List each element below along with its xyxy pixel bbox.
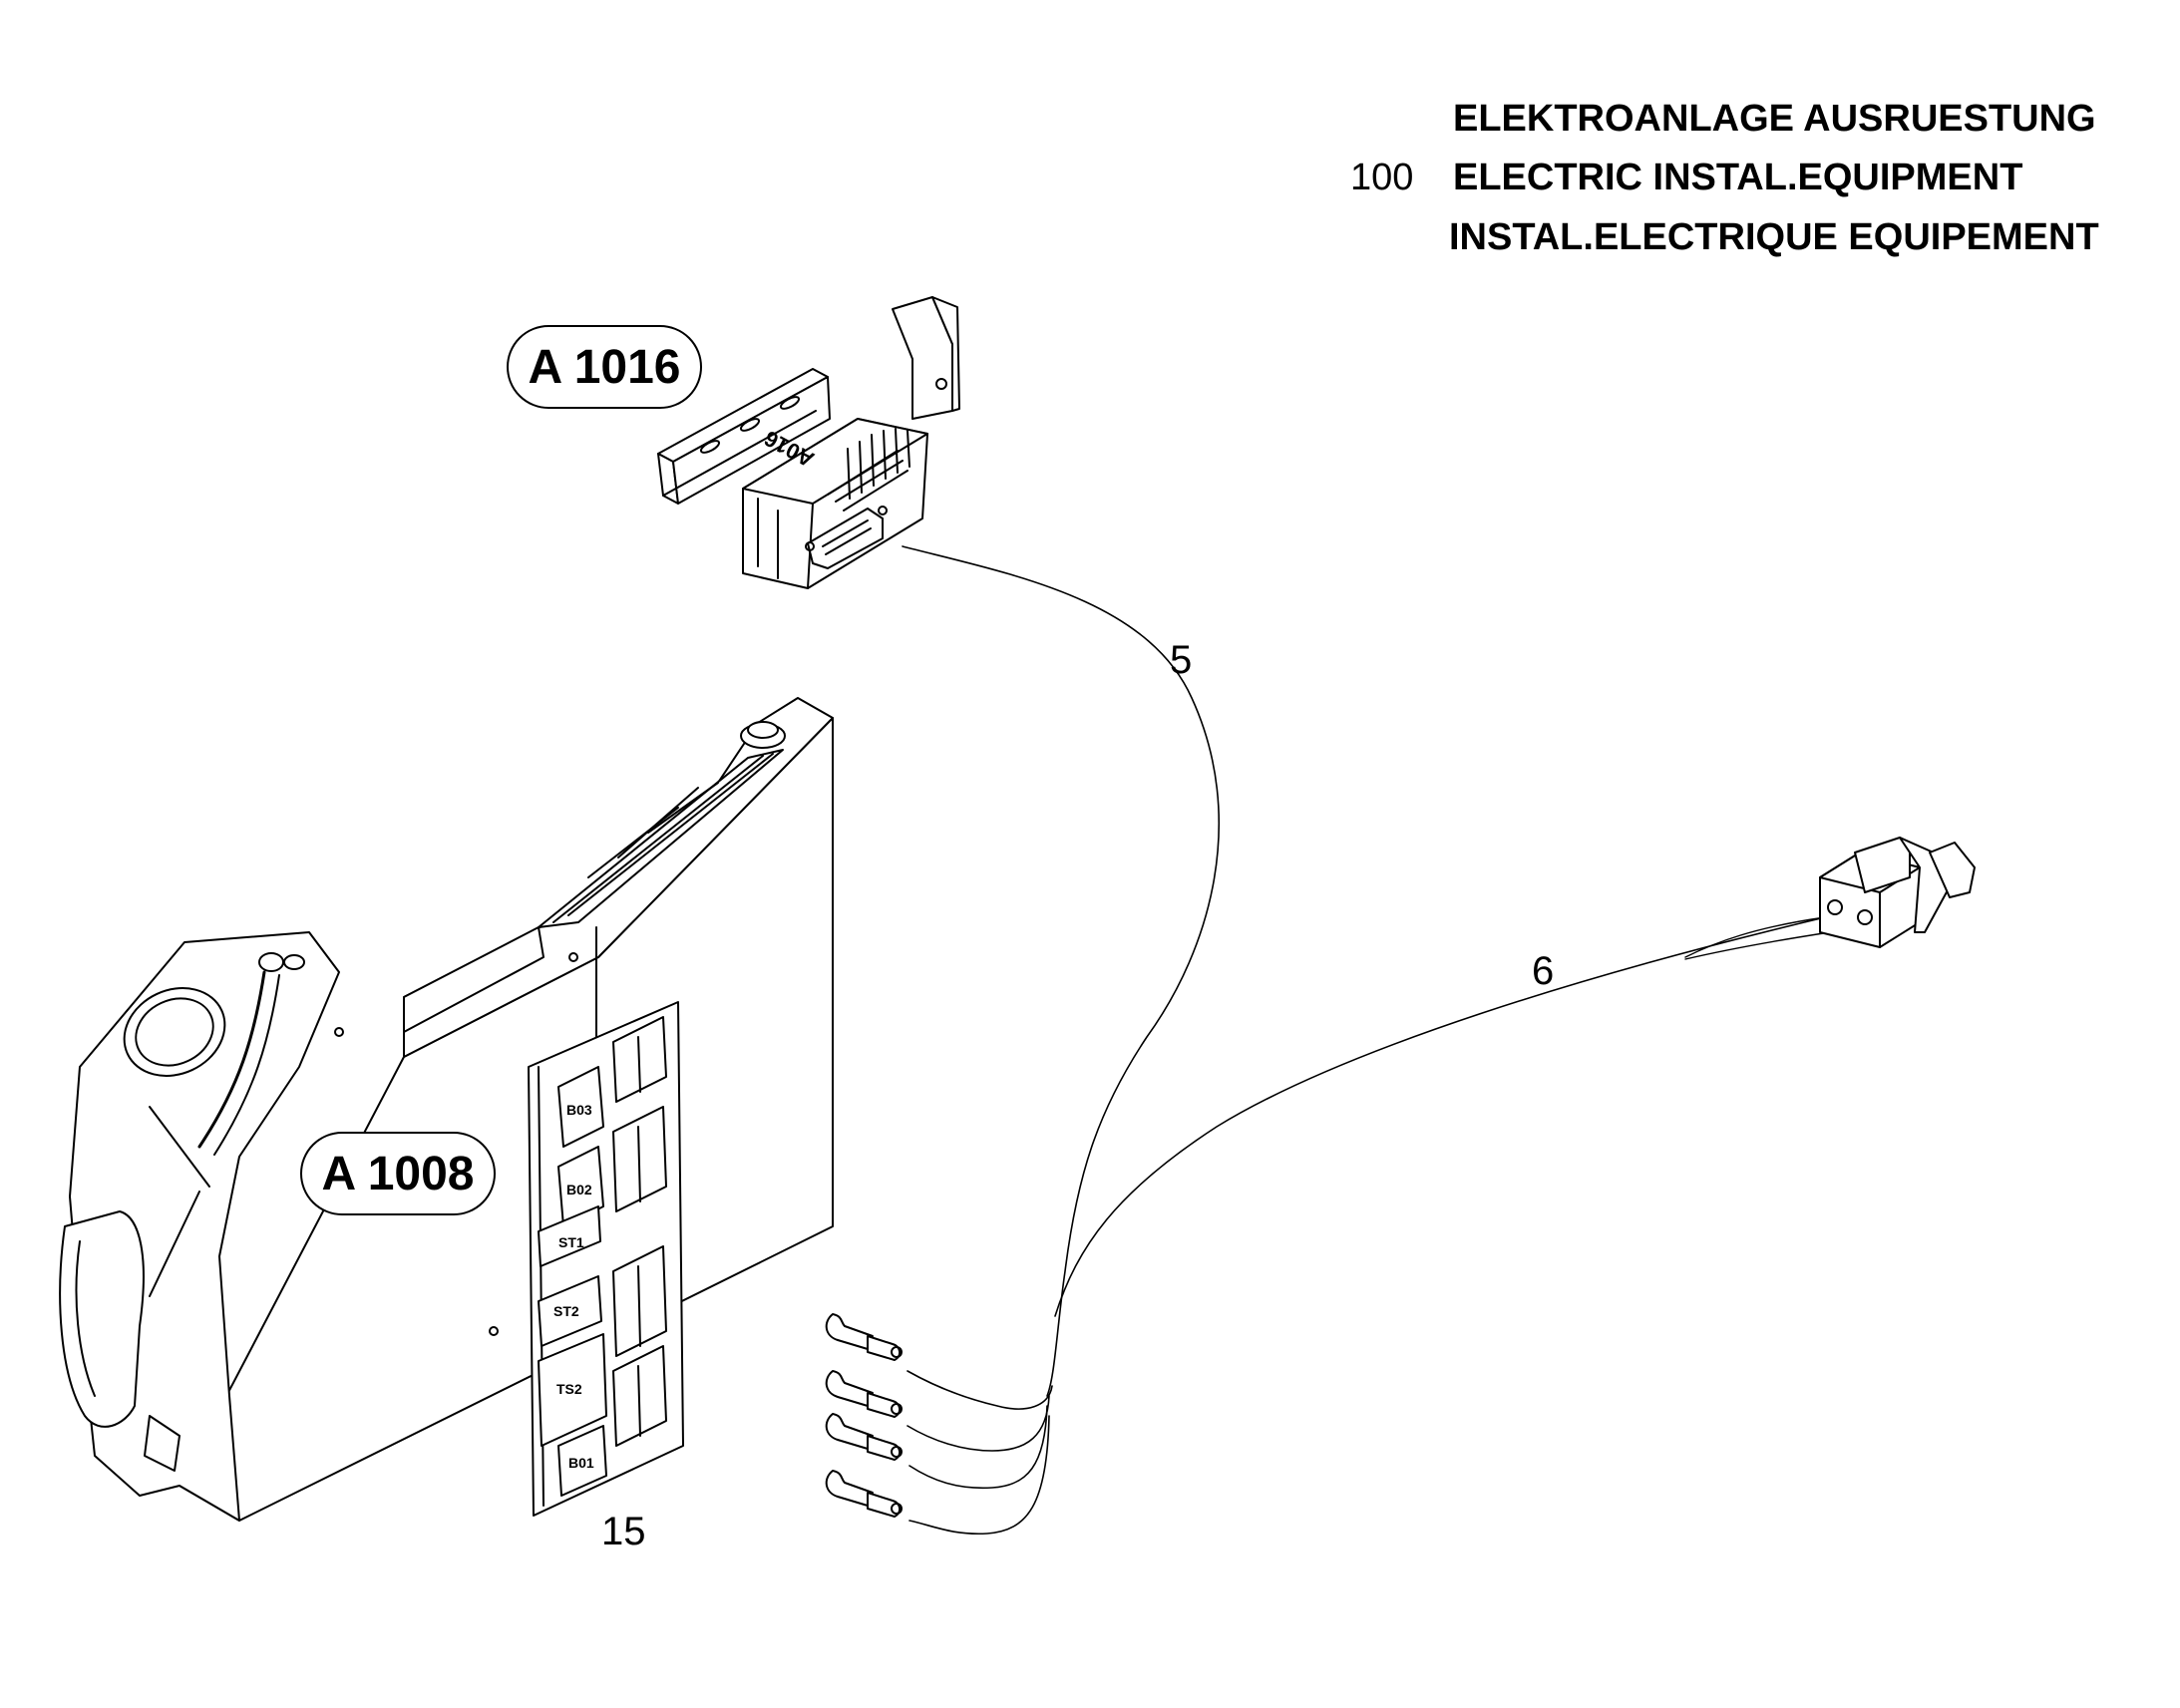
header-title-fr: INSTAL.ELECTRIQUE EQUIPEMENT [1449,216,2099,258]
group-number: 100 [1350,157,1414,198]
board-label-st1: ST1 [558,1234,584,1250]
board-label-b02: B02 [566,1182,592,1197]
cable-5 [902,545,1221,1397]
header-title-de: ELEKTROANLAGE AUSRUESTUNG [1453,98,2096,140]
terminal-module: A016 [742,418,928,589]
board-label-st2: ST2 [553,1303,579,1319]
assembly-badge-a1008: A 1008 [300,1132,496,1215]
assembly-badge-a1016: A 1016 [507,325,702,409]
controller-housing [59,697,834,1522]
board-connectors [612,1016,667,1447]
callout-cable-6: 6 [1532,949,1555,993]
cable-6 [1054,916,1826,1317]
callout-cable-5: 5 [1170,638,1193,682]
two-pin-plug [1819,837,1976,948]
callout-board-15: 15 [601,1510,646,1553]
board-label-ts2: TS2 [556,1381,582,1397]
header-title-en: ELECTRIC INSTAL.EQUIPMENT [1453,157,2023,198]
din-rail [657,368,831,505]
ring-terminal [825,1313,903,1518]
board-label-b03: B03 [566,1102,592,1118]
board-label-b01: B01 [568,1455,594,1471]
ring-terminals [907,1370,1053,1536]
end-cover-plate [892,296,960,420]
circuit-board: B03 B02 ST1 ST2 TS2 B01 [528,1001,684,1517]
